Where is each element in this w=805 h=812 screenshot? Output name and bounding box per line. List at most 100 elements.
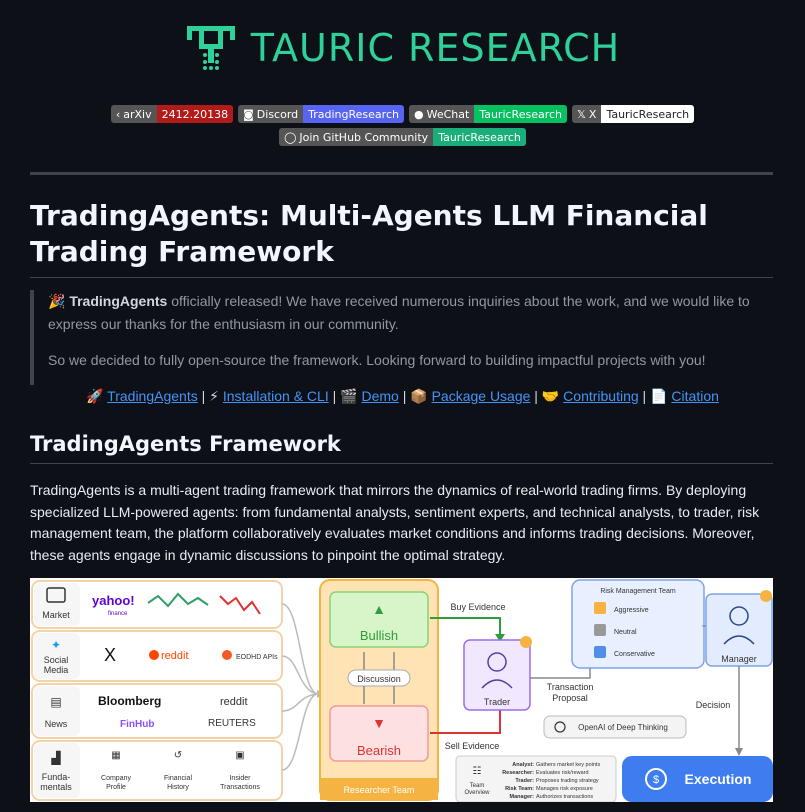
svg-text:News: News: [45, 719, 68, 729]
source-market: Market yahoo! finance: [31, 580, 283, 629]
svg-text:Aggressive: Aggressive: [614, 607, 649, 614]
svg-text:Bloomberg: Bloomberg: [98, 694, 161, 708]
framework-diagram: Market yahoo! finance ✦ Social Media X r…: [30, 578, 773, 802]
github-community-badge[interactable]: ◯Join GitHub Community TauricResearch: [279, 128, 526, 146]
discussion-pill: [347, 669, 411, 687]
dollar-cycle-icon: [645, 768, 667, 790]
announcement-line-2: So we decided to fully open-source the f…: [48, 352, 706, 368]
link-tradingagents[interactable]: TradingAgents: [107, 388, 198, 404]
section-underline: [30, 463, 773, 464]
svg-text:Discussion: Discussion: [357, 674, 401, 684]
manager-box: Manager: [705, 590, 773, 667]
twitter-bird-icon: ✦: [51, 638, 61, 652]
x-icon: 𝕏: [577, 107, 586, 121]
history-icon: ↺: [174, 750, 182, 761]
svg-text:Manages risk exposure: Manages risk exposure: [536, 786, 593, 792]
svg-text:Team: Team: [470, 783, 485, 789]
bullish-box: [329, 591, 429, 648]
svg-text:finance: finance: [108, 611, 128, 617]
link-demo[interactable]: Demo: [361, 388, 399, 404]
tauric-bull-icon: [186, 26, 235, 70]
newspaper-icon: ▤: [50, 695, 61, 709]
manager-avatar-icon: [729, 606, 749, 626]
source-fundamentals: ▟ Funda- mentals ▦ Company Profile ↺ Fin…: [31, 740, 283, 801]
bearish-box: [329, 705, 429, 762]
link-installation[interactable]: Installation & CLI: [222, 388, 329, 404]
source-connectors: [281, 603, 318, 771]
neutral-icon: [594, 624, 606, 636]
divider: [30, 172, 773, 175]
svg-text:Authorizes transactions: Authorizes transactions: [536, 794, 593, 800]
clapper-icon: 🎬: [340, 388, 358, 404]
badge-row: ‹arXiv 2412.20138 ◙Discord TradingResear…: [0, 105, 805, 123]
svg-text:reddit: reddit: [161, 650, 189, 662]
svg-text:Bullish: Bullish: [360, 628, 398, 643]
transaction-icon: ▣: [235, 750, 244, 761]
svg-text:Bearish: Bearish: [357, 743, 401, 758]
logo: TAURIC RESEARCH: [0, 22, 805, 74]
svg-text:Risk Team:: Risk Team:: [505, 786, 534, 792]
trader-box: Trader: [463, 636, 532, 711]
svg-text:Gathers market key points: Gathers market key points: [536, 762, 600, 768]
svg-text:Sell Evidence: Sell Evidence: [445, 741, 500, 751]
svg-text:Manager:: Manager:: [510, 794, 535, 800]
svg-text:EODHD APIs: EODHD APIs: [236, 654, 278, 661]
chart-icon: [219, 595, 261, 615]
trader-avatar-icon: [487, 652, 507, 672]
discord-icon: ◙: [243, 107, 254, 121]
source-social-media: ✦ Social Media X reddit EODHD APIs: [31, 630, 283, 682]
svg-text:Conservative: Conservative: [614, 651, 655, 658]
svg-text:Decision: Decision: [696, 700, 731, 710]
arxiv-badge[interactable]: ‹arXiv 2412.20138: [110, 105, 234, 123]
svg-text:Company: Company: [101, 775, 131, 782]
researcher-team: ▲ Bullish Discussion ▼ Bearish Researche…: [319, 579, 439, 801]
svg-text:mentals: mentals: [40, 782, 72, 792]
svg-text:Researcher:: Researcher:: [502, 770, 534, 776]
logo-text: TAURIC RESEARCH: [250, 26, 621, 70]
svg-text:yahoo!: yahoo!: [92, 593, 135, 608]
svg-text:Risk Management Team: Risk Management Team: [600, 588, 676, 595]
conservative-icon: [594, 646, 606, 658]
team-icon: ☷: [473, 766, 482, 777]
svg-text:FinHub: FinHub: [120, 719, 154, 730]
svg-text:Overview: Overview: [464, 790, 490, 796]
svg-text:Evaluates risk/reward: Evaluates risk/reward: [536, 770, 589, 776]
chart-icon: [147, 592, 209, 608]
nav-links: 🚀 TradingAgents | ⚡ Installation & CLI |…: [86, 388, 719, 404]
team-overview: ☷ Team Overview Analyst: Gathers market …: [455, 755, 617, 802]
badge-row-2: ◯Join GitHub Community TauricResearch: [0, 128, 805, 146]
svg-text:OpenAI of Deep Thinking: OpenAI of Deep Thinking: [578, 723, 668, 732]
buy-evidence-arrow: [430, 617, 501, 636]
bar-chart-icon: ▟: [50, 750, 61, 765]
party-emoji-icon: 🎉: [48, 293, 66, 309]
svg-text:Financial: Financial: [164, 775, 192, 782]
trend-up-icon: ▲: [372, 601, 386, 617]
svg-text:Manager: Manager: [721, 654, 757, 664]
aggressive-icon: [594, 602, 606, 614]
framework-description: TradingAgents is a multi-agent trading f…: [30, 482, 760, 563]
store-icon: [46, 587, 66, 603]
discord-badge[interactable]: ◙Discord TradingResearch: [238, 105, 404, 123]
svg-text:Researcher Team: Researcher Team: [344, 785, 415, 795]
svg-text:Proposes trading strategy: Proposes trading strategy: [536, 778, 599, 784]
wechat-badge[interactable]: ●WeChat TauricResearch: [408, 105, 568, 123]
bulb-icon: [760, 590, 772, 602]
risk-management-team: Risk Management Team Aggressive Neutral …: [571, 579, 705, 669]
svg-text:reddit: reddit: [220, 696, 248, 708]
svg-text:$: $: [653, 774, 659, 786]
profile-icon: ▦: [111, 750, 120, 761]
framework-diagram-svg: Market yahoo! finance ✦ Social Media X r…: [31, 579, 773, 802]
link-contributing[interactable]: Contributing: [563, 388, 639, 404]
link-citation[interactable]: Citation: [671, 388, 719, 404]
bulb-icon: [520, 636, 532, 648]
github-discussions-icon: ◯: [284, 130, 297, 144]
trend-down-icon: ▼: [372, 715, 386, 731]
source-news: ▤ News Bloomberg reddit FinHub REUTERS: [31, 683, 283, 739]
svg-text:Analyst:: Analyst:: [512, 762, 534, 768]
svg-text:Media: Media: [44, 665, 69, 675]
link-package-usage[interactable]: Package Usage: [431, 388, 531, 404]
svg-text:History: History: [167, 784, 189, 791]
title-underline: [30, 277, 773, 278]
announcement-blockquote: 🎉 TradingAgents officially released! We …: [30, 290, 773, 385]
